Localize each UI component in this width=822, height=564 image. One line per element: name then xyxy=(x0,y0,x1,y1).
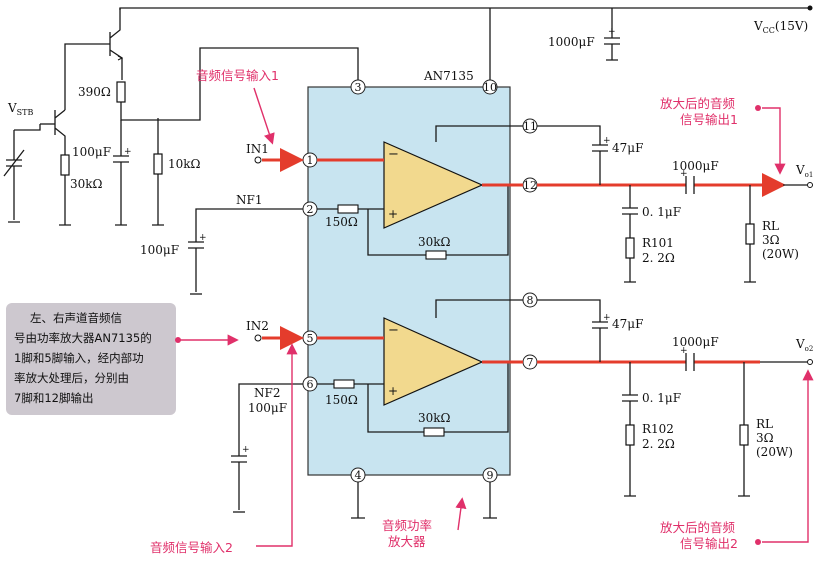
pin-1: 1 xyxy=(302,152,318,168)
svg-text:+: + xyxy=(124,147,132,157)
pin-7: 7 xyxy=(522,354,538,370)
svg-text:+: + xyxy=(608,27,616,37)
amplifier-2 xyxy=(383,317,484,406)
svg-text:+: + xyxy=(199,233,207,243)
cap-01uf-1: 0. 1μF xyxy=(642,205,681,219)
svg-text:+: + xyxy=(603,313,611,323)
note-line-3: 1脚和5脚输入，经内部功 xyxy=(14,351,144,365)
resistor-150-1: 150Ω xyxy=(325,215,358,229)
ic-name: AN7135 xyxy=(423,69,474,83)
note-line-5: 7脚和12脚输出 xyxy=(14,391,93,405)
pin-6: 6 xyxy=(302,376,318,392)
resistor-150-2: 150Ω xyxy=(325,393,358,407)
stb-transistor xyxy=(54,109,66,155)
regulator-transistor xyxy=(109,8,123,80)
rl2-label: RL xyxy=(756,417,773,431)
note-line-2: 号由功率放大器AN7135的 xyxy=(14,331,152,345)
resistor-30k-1: 30kΩ xyxy=(418,235,451,249)
r102-value: 2. 2Ω xyxy=(642,437,675,451)
annotation-amp-line1: 音频功率 xyxy=(382,518,432,533)
pin-4: 4 xyxy=(350,467,366,483)
svg-text:1: 1 xyxy=(307,154,314,167)
r101-value: 2. 2Ω xyxy=(642,251,675,265)
cap-100uf-nf1: 100μF xyxy=(140,243,179,257)
annotation-out1-line1: 放大后的音频 xyxy=(660,96,736,111)
resistor-10k: 10kΩ xyxy=(168,157,201,171)
pin-9: 9 xyxy=(482,467,498,483)
annotation-audio-in2: 音频信号输入2 xyxy=(150,540,233,555)
svg-text:4: 4 xyxy=(355,469,362,482)
cap-100uf-nf2: 100μF xyxy=(248,401,287,415)
note-line-4: 率放大处理后，分别由 xyxy=(14,371,129,385)
resistor-390: 390Ω xyxy=(78,85,111,99)
rl1-power: (20W) xyxy=(762,247,799,261)
cap-01uf-2: 0. 1μF xyxy=(642,391,681,405)
resistor-30k-2: 30kΩ xyxy=(418,411,451,425)
nf2-label: NF2 xyxy=(254,386,280,400)
svg-text:+: + xyxy=(603,136,611,146)
svg-text:8: 8 xyxy=(527,294,534,307)
vo2-label: Vo2 xyxy=(795,337,813,353)
svg-text:+: + xyxy=(242,445,250,455)
vstb-label: VSTB xyxy=(7,101,33,117)
pin-3: 3 xyxy=(350,79,366,95)
rl1-label: RL xyxy=(762,219,779,233)
cap-1000uf-o1: 1000μF xyxy=(672,159,719,173)
annotation-audio-in1: 音频信号输入1 xyxy=(196,68,279,83)
svg-text:2: 2 xyxy=(307,203,314,216)
svg-text:6: 6 xyxy=(307,378,314,391)
resistor-30k-top: 30kΩ xyxy=(70,177,103,191)
cap-1000uf-vcc: 1000μF xyxy=(548,35,595,49)
note-box xyxy=(6,303,176,415)
svg-text:12: 12 xyxy=(523,179,537,192)
vcc-label: VCC(15V) xyxy=(753,19,808,35)
svg-text:10: 10 xyxy=(483,81,497,94)
svg-text:−: − xyxy=(388,147,399,162)
amplifier-1 xyxy=(383,141,484,229)
cap-47uf-1: 47μF xyxy=(612,141,643,155)
svg-text:−: − xyxy=(388,323,399,338)
svg-text:+: + xyxy=(388,384,398,398)
r101-label: R101 xyxy=(642,236,674,250)
cap-47uf-2: 47μF xyxy=(612,317,643,331)
pin-10: 10 xyxy=(482,79,498,95)
svg-text:7: 7 xyxy=(527,356,534,369)
rl1-value: 3Ω xyxy=(762,233,780,247)
rl2-power: (20W) xyxy=(756,445,793,459)
ic-body xyxy=(307,86,511,476)
cap-100uf-top: 100μF xyxy=(72,145,111,159)
pin-12: 12 xyxy=(522,177,538,193)
pin-8: 8 xyxy=(522,292,538,308)
pin3-wire xyxy=(199,47,359,110)
in2-label: IN2 xyxy=(246,319,269,333)
rl2-value: 3Ω xyxy=(756,431,774,445)
pin-2: 2 xyxy=(302,201,318,217)
svg-text:+: + xyxy=(680,346,688,356)
annotation-out2-line2: 信号输出2 xyxy=(680,536,738,551)
vo1-label: Vo1 xyxy=(795,163,813,179)
nf1-label: NF1 xyxy=(236,193,262,207)
annotation-amp-line2: 放大器 xyxy=(388,534,426,549)
annotation-out2-line1: 放大后的音频 xyxy=(660,520,736,535)
note-line-1: 左、右声道音频信 xyxy=(30,311,122,325)
pin-5: 5 xyxy=(302,330,318,346)
svg-text:11: 11 xyxy=(523,120,537,133)
vcc-rail xyxy=(119,7,810,10)
in1-label: IN1 xyxy=(246,142,269,156)
svg-text:+: + xyxy=(680,169,688,179)
pin-11: 11 xyxy=(522,118,538,134)
svg-text:5: 5 xyxy=(307,332,314,345)
svg-text:+: + xyxy=(388,207,398,221)
svg-text:9: 9 xyxy=(487,469,494,482)
r102-label: R102 xyxy=(642,422,674,436)
svg-text:3: 3 xyxy=(355,81,362,94)
cap-1000uf-o2: 1000μF xyxy=(672,335,719,349)
annotation-out1-line2: 信号输出1 xyxy=(680,112,738,127)
